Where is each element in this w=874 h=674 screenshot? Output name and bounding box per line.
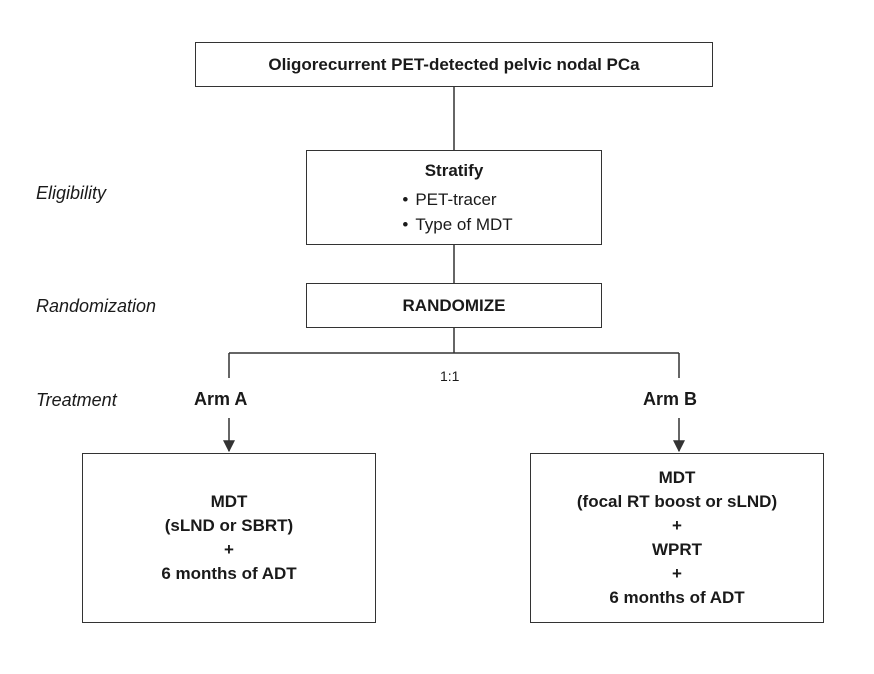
arm-b-line: MDT [658, 468, 696, 487]
arm-b-line: + [672, 516, 682, 535]
randomize-title: RANDOMIZE [402, 295, 506, 315]
arm-a-line: MDT [210, 492, 248, 511]
arm-a-line: 6 months of ADT [161, 564, 297, 583]
top-box-title: Oligorecurrent PET-detected pelvic nodal… [268, 54, 640, 74]
treatment-label: Treatment [36, 390, 117, 410]
stratify-bullet: PET-tracer [395, 187, 512, 212]
arm-a-box: MDT (sLND or SBRT) + 6 months of ADT [82, 453, 376, 623]
ratio-label: 1:1 [440, 368, 460, 384]
arm-a-line: (sLND or SBRT) [164, 516, 294, 535]
arm-a-line: + [224, 540, 234, 559]
arm-a-label: Arm A [194, 389, 248, 409]
randomize-box: RANDOMIZE [306, 283, 602, 328]
arm-b-line: WPRT [651, 540, 703, 559]
arm-b-box: MDT (focal RT boost or sLND) + WPRT + 6 … [530, 453, 824, 623]
top-box: Oligorecurrent PET-detected pelvic nodal… [195, 42, 713, 87]
stratify-bullet: Type of MDT [395, 212, 512, 237]
arm-b-line: 6 months of ADT [609, 588, 745, 607]
stratify-title: Stratify [424, 160, 484, 180]
eligibility-label: Eligibility [36, 183, 107, 203]
arm-b-line: + [672, 564, 682, 583]
stratify-box: Stratify PET-tracer Type of MDT [306, 150, 602, 245]
arm-b-label: Arm B [643, 389, 698, 409]
randomization-label: Randomization [36, 296, 157, 316]
arm-b-line: (focal RT boost or sLND) [576, 492, 778, 511]
stratify-bullets: PET-tracer Type of MDT [395, 187, 512, 237]
